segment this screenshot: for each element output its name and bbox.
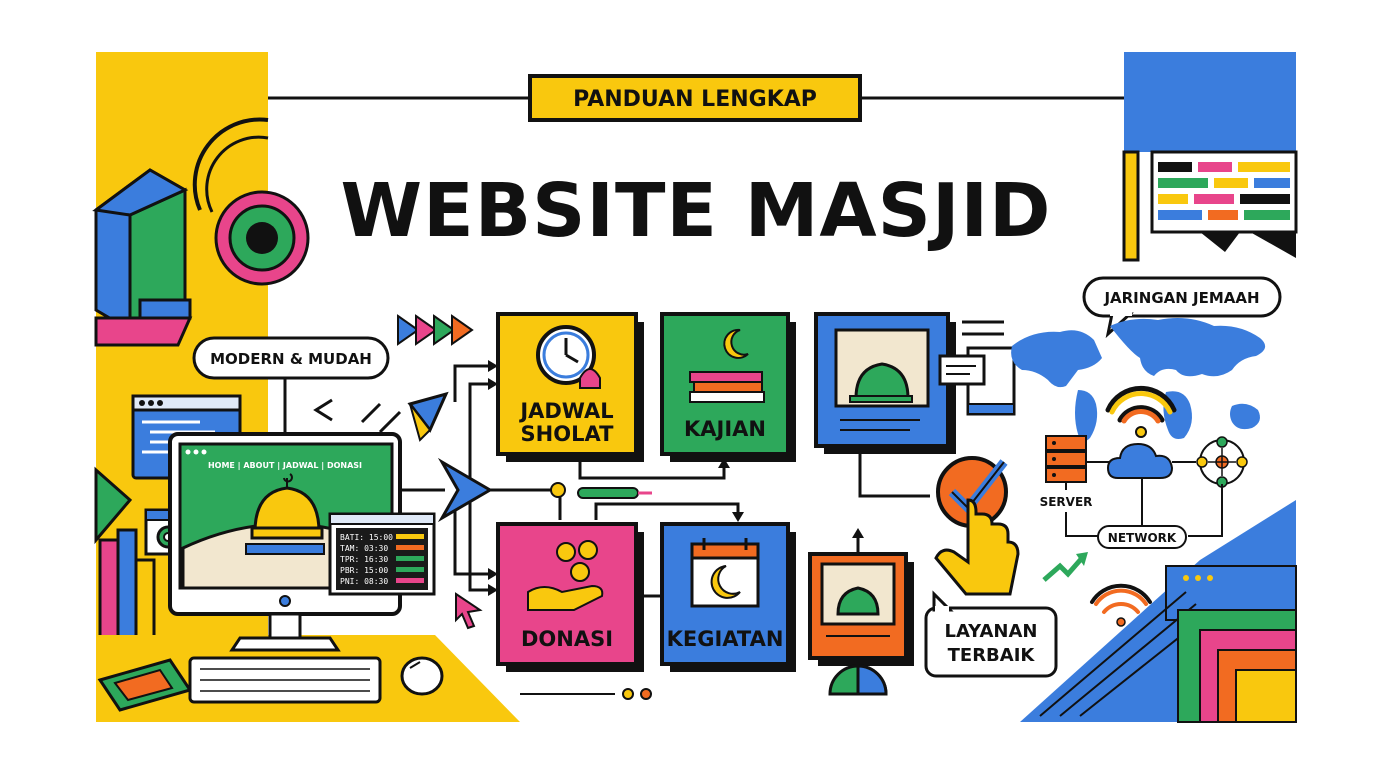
books-icon <box>689 328 765 403</box>
callout-jaringan-label: JARINGAN JEMAAH <box>1103 289 1259 307</box>
side-notes <box>938 320 1016 416</box>
card-kajian-label: KAJIAN <box>684 417 766 441</box>
mosque-dome-icon <box>854 362 910 400</box>
callout-modern-mudah: MODERN & MUDAH <box>192 336 390 432</box>
network-diagram: SERVER NETWORK <box>1040 435 1248 549</box>
callout-layanan-terbaik: LAYANAN TERBAIK <box>924 590 1058 678</box>
right-top-decor <box>1122 52 1298 262</box>
callout-modern-label: MODERN & MUDAH <box>210 350 372 368</box>
banner-panduan-lengkap: PANDUAN LENGKAP <box>528 74 862 122</box>
prayer-schedule-panel: BATI: 15:00 TAM: 03:30 TPR: 16:30 PBR: 1… <box>328 512 436 596</box>
checkmark-hand <box>934 456 1020 596</box>
hand-pointer-icon <box>934 498 1020 596</box>
calendar-icon <box>690 538 760 608</box>
server-icon <box>1045 435 1087 490</box>
desktop-monitor: HOME | ABOUT | JADWAL | DONASI <box>168 432 402 652</box>
server-label: SERVER <box>1040 495 1093 509</box>
card-kegiatan[interactable]: KEGIATAN <box>660 522 796 672</box>
page-title: WEBSITE MASJID <box>341 168 1052 254</box>
flow-connectors <box>400 364 930 598</box>
card-jadwal-label-2: SHOLAT <box>521 422 615 446</box>
card-kajian[interactable]: KAJIAN <box>660 312 796 462</box>
schedule-row: TPR: 16:30 <box>340 555 388 564</box>
arrow-decor <box>313 314 474 442</box>
clock-icon <box>536 325 601 389</box>
wifi-icon <box>1105 385 1177 438</box>
right-bottom-decor <box>1020 500 1297 723</box>
card-website-page[interactable] <box>814 312 956 454</box>
card-kegiatan-label: KEGIATAN <box>667 627 784 651</box>
schedule-row: BATI: 15:00 <box>340 533 393 542</box>
callout-layanan-label-1: LAYANAN <box>945 621 1038 642</box>
banner-label: PANDUAN LENGKAP <box>573 87 817 112</box>
callout-jaringan-jemaah: JARINGAN JEMAAH <box>1082 276 1282 339</box>
card-donasi-label: DONASI <box>521 627 613 651</box>
card-mosque-orange[interactable] <box>808 552 914 696</box>
world-map <box>1011 318 1266 442</box>
schedule-row: PBR: 15:00 <box>340 566 388 575</box>
callout-layanan-label-2: TERBAIK <box>948 645 1036 666</box>
growth-arrow-icon <box>1042 556 1084 582</box>
cloud-icon <box>1106 442 1174 479</box>
network-label: NETWORK <box>1108 531 1177 545</box>
schedule-row: PNI: 08:30 <box>340 577 388 586</box>
card-jadwal-label-1: JADWAL <box>518 399 613 423</box>
monitor-nav: HOME | ABOUT | JADWAL | DONASI <box>208 461 362 470</box>
flow-arrow-head <box>437 457 493 523</box>
network-node-icon <box>1196 436 1248 488</box>
keyboard <box>188 656 382 704</box>
schedule-row: TAM: 03:30 <box>340 544 388 553</box>
cursor-icon <box>455 592 483 630</box>
card-jadwal-sholat[interactable]: JADWAL SHOLAT <box>496 312 644 462</box>
wifi-icon-small <box>1090 583 1152 627</box>
mouse <box>400 656 444 696</box>
donation-hand-icon <box>527 540 604 611</box>
card-donasi[interactable]: DONASI <box>496 522 644 672</box>
